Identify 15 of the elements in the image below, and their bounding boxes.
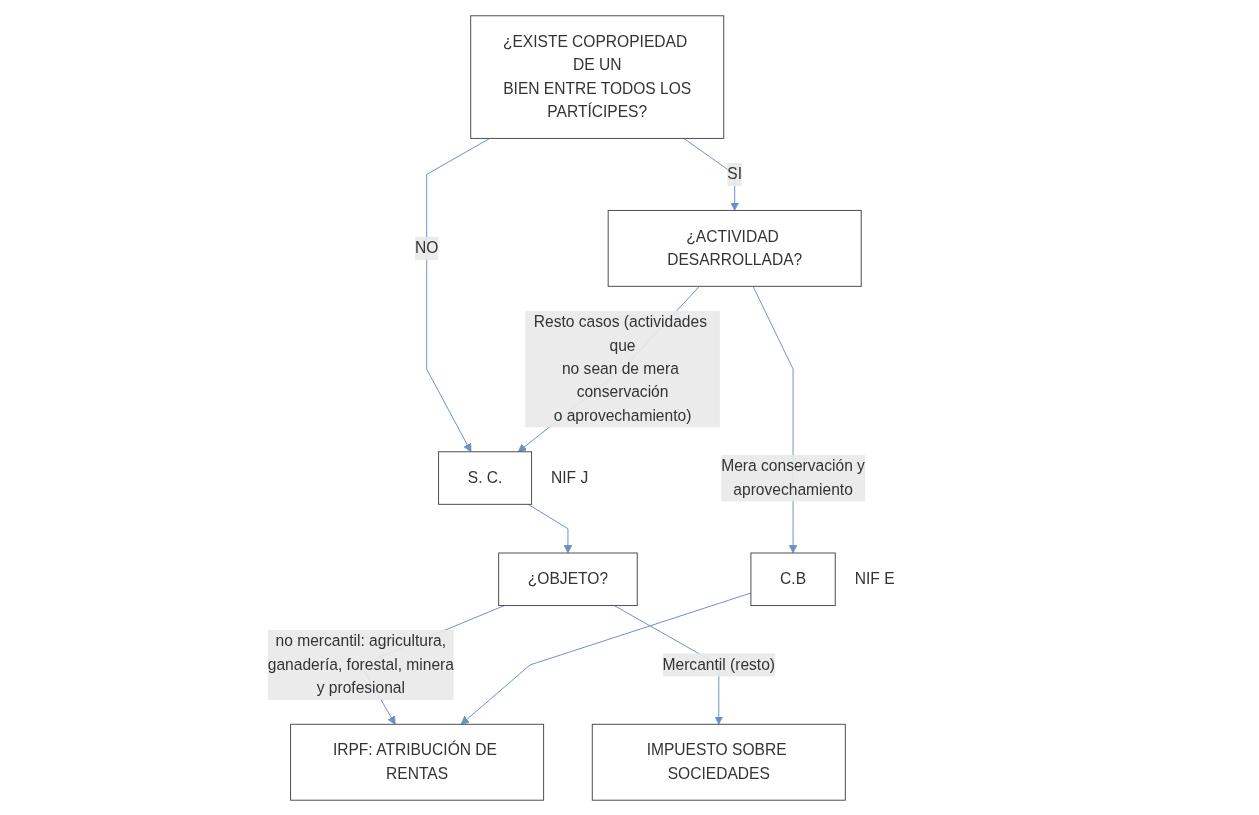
edge-label: SI — [726, 165, 742, 182]
node-label: NIF E — [854, 570, 895, 587]
edge-label: Resto casos (actividades que no sean de mera conservación o aprovechamiento) — [533, 313, 707, 424]
node-box: C.B — [749, 552, 836, 606]
node-box: ¿OBJETO? — [497, 552, 638, 606]
edge-label: NO — [414, 239, 438, 256]
node-box: IMPUESTO SOBRE SOCIEDADES — [591, 723, 846, 801]
node-box: ¿EXISTE COPROPIEDAD DE UN BIEN ENTRE TODOS LOS PARTÍCIPES? — [469, 14, 724, 139]
node-box: IRPF: ATRIBUCIÓN DE RENTAS — [289, 723, 544, 801]
edge-label: Mercantil (resto) — [662, 655, 775, 673]
node-box: ¿ACTIVIDAD DESARROLLADA? — [607, 209, 862, 287]
edge-label: Mera conservación y aprovechamiento — [720, 457, 865, 498]
node-box: S. C. — [437, 450, 532, 505]
node-label: NIF J — [550, 468, 588, 486]
edge-label: no mercantil: agricultura, ganadería, forestal, minera y profesional — [267, 632, 454, 696]
